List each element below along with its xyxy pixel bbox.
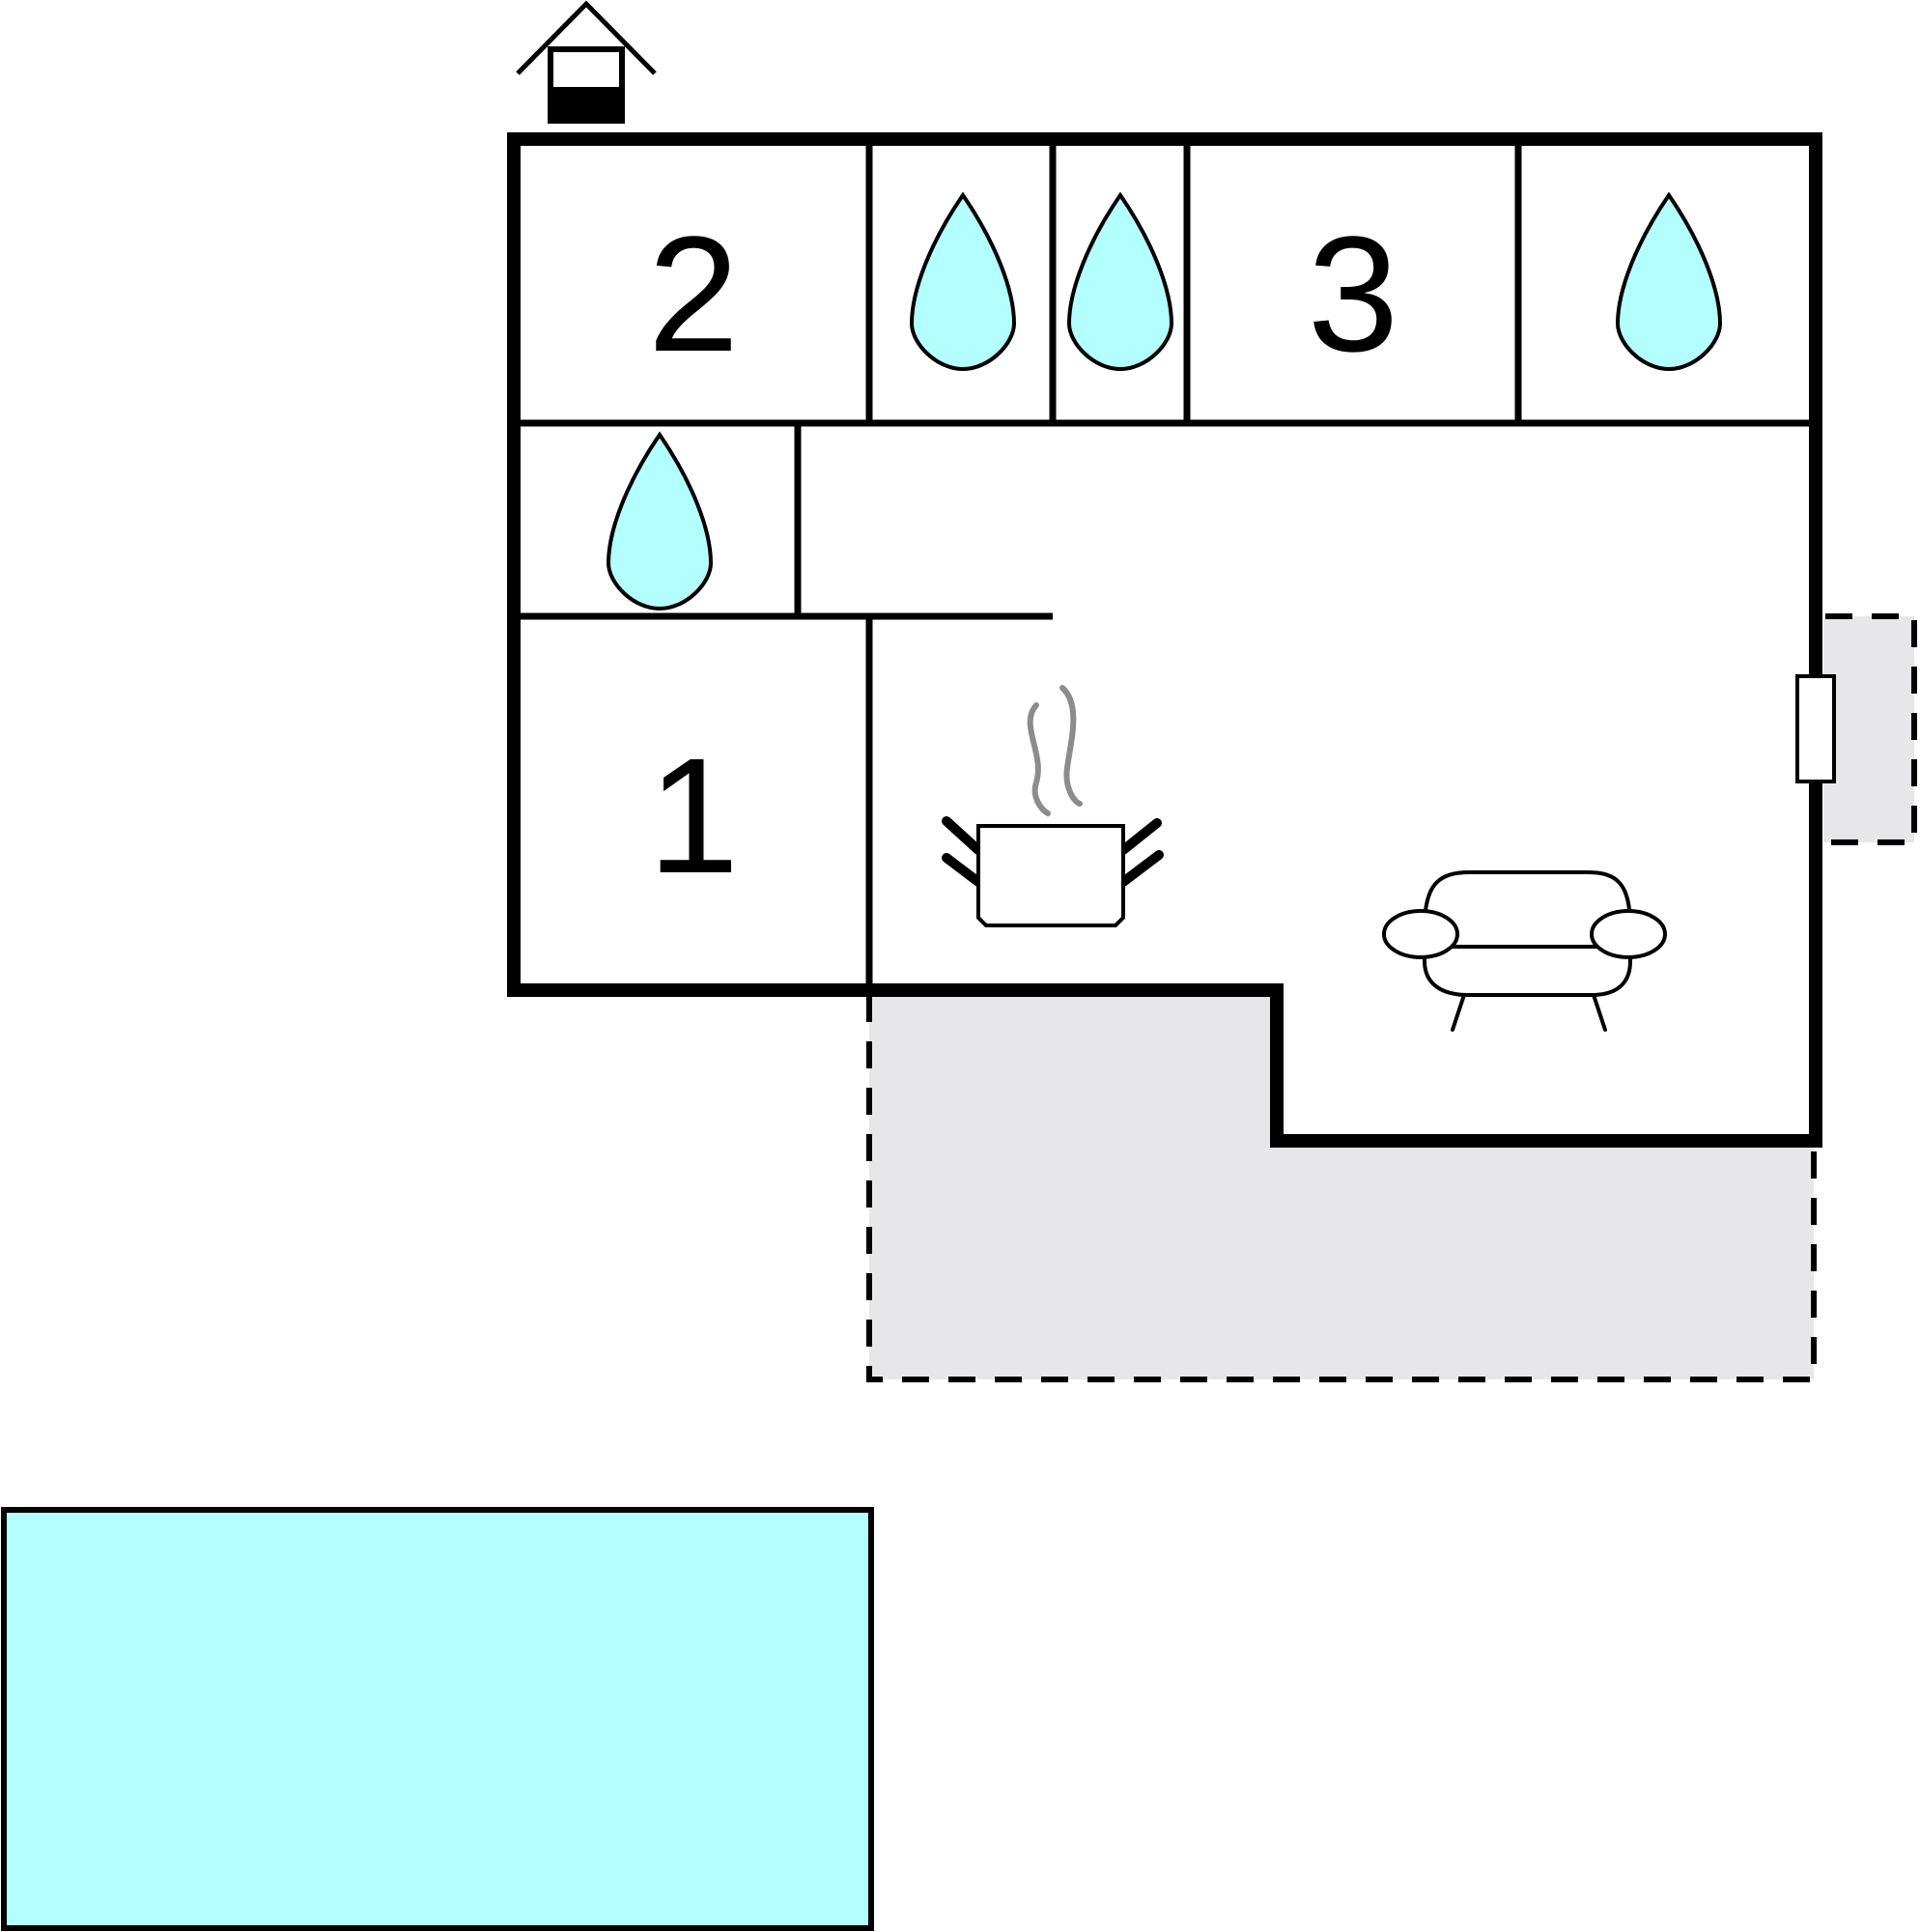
terrace-east: [1823, 616, 1914, 842]
water-drop-icon: [1615, 191, 1723, 372]
terrace-east-outline: [1825, 613, 1917, 845]
room-number-3: 3: [1308, 203, 1399, 386]
water-drop-icon: [909, 191, 1017, 372]
house-icon: [516, 0, 657, 124]
terrace-south: [869, 990, 1814, 1379]
water-drop-icon: [606, 431, 714, 611]
swimming-pool: [1, 1507, 874, 1931]
door-icon: [1795, 674, 1836, 783]
water-drop-icon: [1066, 191, 1174, 372]
room-number-2: 2: [648, 203, 740, 386]
interior-walls: [520, 145, 1810, 995]
sofa-icon: [1382, 870, 1667, 1032]
outer-wall: [507, 132, 1822, 1148]
terrace-south-outline: [866, 995, 1817, 1382]
cooking-pot-icon: [942, 685, 1164, 927]
room-number-1: 1: [648, 724, 740, 908]
